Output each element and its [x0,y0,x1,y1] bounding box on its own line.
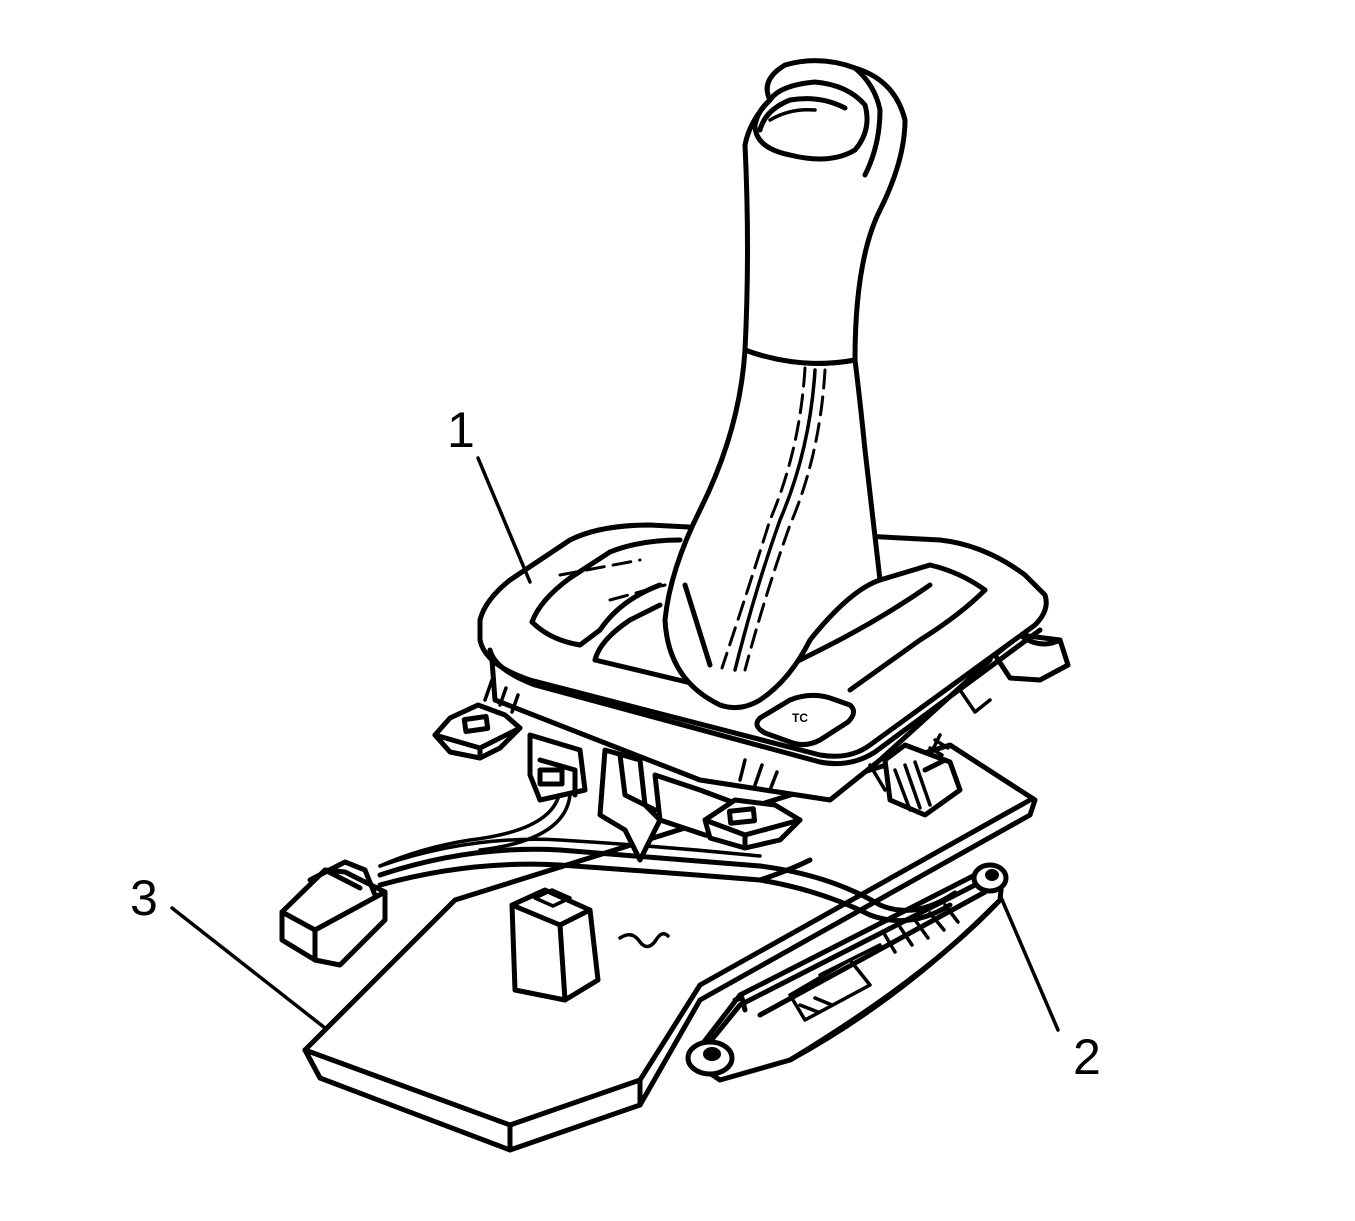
callout-3: 3 [130,870,158,926]
tc-button-label: TC [792,711,808,725]
callout-2: 2 [1073,1029,1101,1085]
harness-connector [279,859,388,968]
leader-line-3 [170,906,327,1030]
leader-lines [170,456,1060,1032]
switch-block [509,887,601,1003]
leader-line-2 [998,893,1060,1032]
wire-harness [377,788,958,924]
plate-connector-right [882,738,963,818]
leader-line-1 [476,456,532,584]
callout-1: 1 [447,402,475,458]
shift-knob [742,58,908,366]
shift-rail [685,862,1009,1083]
